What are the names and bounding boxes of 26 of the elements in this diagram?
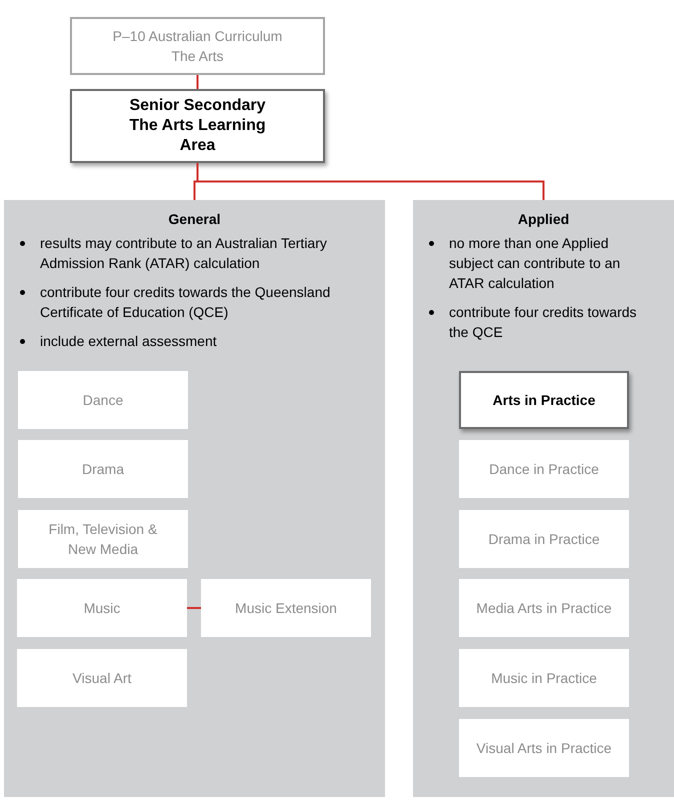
bullet-text: results may contribute to an Australian Tertiary Admission Rank (ATAR) calculation [40,234,328,273]
panel-heading: Applied [516,210,570,229]
group-panel [413,200,674,797]
connector-line [196,75,198,89]
subject-box: Media Arts in Practice [459,579,629,637]
heading-box: P–10 Australian Curriculum The Arts [70,17,325,75]
heading-box: Arts in Practice [459,371,629,429]
subject-box: Visual Arts in Practice [459,719,629,777]
bullet-text: contribute four credits towards the Queensland Certificate of Education (QCE) [40,283,332,322]
subject-box: Music in Practice [459,649,629,707]
panel-heading: General [167,210,222,229]
group-panel [4,200,385,797]
subject-box: Drama [18,440,188,498]
subject-box: Dance in Practice [459,440,629,498]
heading-box: Senior Secondary The Arts Learning Area [70,89,325,163]
subject-box: Visual Art [17,649,187,707]
bullet-text: no more than one Applied subject can contribute to an ATAR calculation [449,234,622,293]
subject-box: Drama in Practice [459,510,629,568]
connector-line [196,163,544,200]
connector-line [187,607,201,609]
subject-box: Music [17,579,187,637]
subject-box: Music Extension [201,579,371,637]
subject-box: Film, Television & New Media [18,510,188,568]
subject-box: Dance [18,371,188,429]
bullet-text: include external assessment [40,332,217,351]
bullet-text: contribute four credits towards the QCE [449,303,638,342]
